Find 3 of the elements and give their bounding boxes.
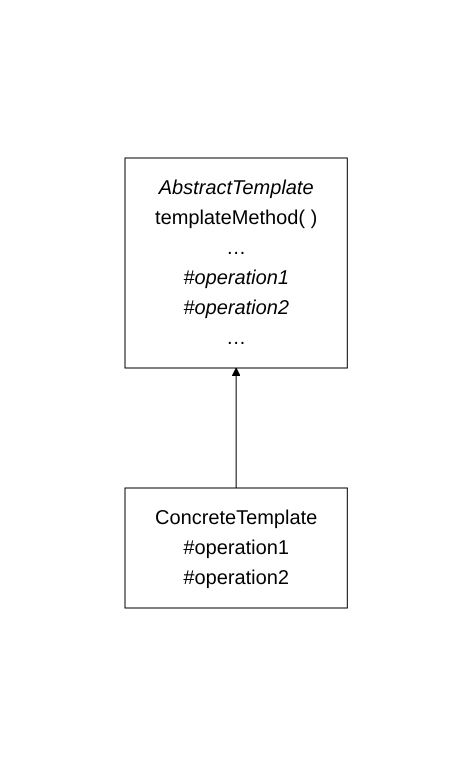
arrow	[232, 367, 241, 488]
node-box: AbstractTemplate templateMethod( ) … #operation1 #operation2 …	[124, 157, 348, 368]
node-box: ConcreteTemplate #operation1 #operation2	[124, 487, 348, 608]
